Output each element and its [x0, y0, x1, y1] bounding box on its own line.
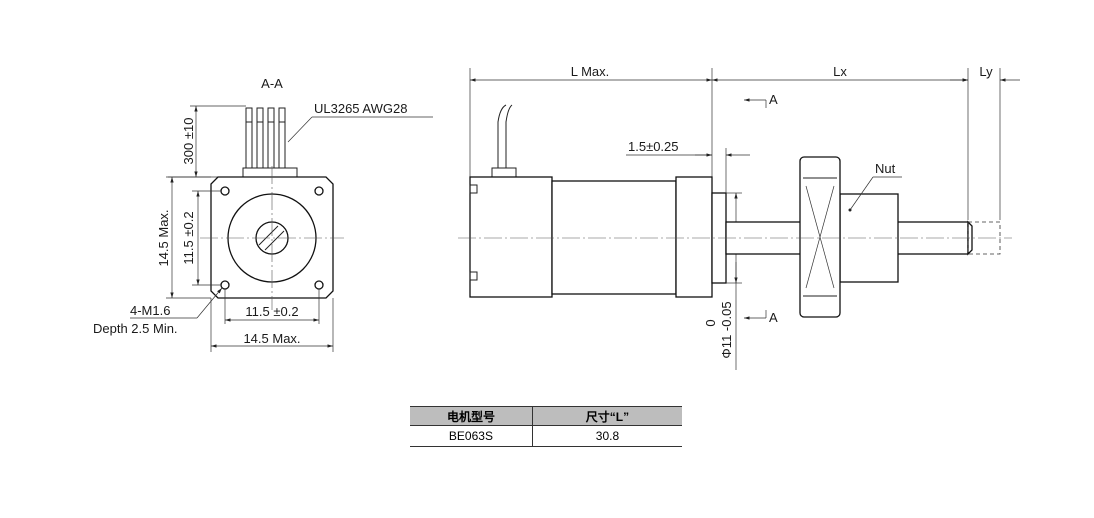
width-max-dim: 14.5 Max. — [243, 331, 300, 346]
thread-label: 4-M1.6 — [130, 303, 170, 318]
end-view: A-A UL3265 AWG28 300 ±10 — [93, 76, 433, 352]
pilot-tolerance-upper: 0 — [703, 319, 718, 326]
cell-dimension-l: 30.8 — [532, 425, 682, 447]
nut-label: Nut — [875, 161, 896, 176]
extension-dim: Ly — [979, 64, 993, 79]
section-mark-top: A — [769, 92, 778, 107]
mounting-hole — [220, 186, 230, 196]
pilot-length-dim: 1.5±0.25 — [628, 139, 679, 154]
length-max-dim: L Max. — [571, 64, 610, 79]
cell-model: BE063S — [410, 425, 533, 447]
hole-pitch-h-dim: 11.5 ±0.2 — [245, 304, 298, 319]
lead-wires — [242, 107, 298, 178]
stroke-dim: Lx — [833, 64, 847, 79]
lead-length-dim: 300 ±10 — [181, 118, 196, 165]
hole-pitch-v-dim: 11.5 ±0.2 — [181, 211, 196, 264]
height-max-dim: 14.5 Max. — [156, 209, 171, 266]
mounting-hole — [314, 186, 324, 196]
column-header-model: 电机型号 — [410, 406, 533, 426]
mounting-hole — [220, 280, 230, 290]
section-label: A-A — [261, 76, 283, 91]
table-row: BE063S 30.8 — [410, 425, 682, 447]
mounting-hole — [314, 280, 324, 290]
column-header-dimension-l: 尺寸“L” — [532, 406, 682, 426]
section-mark-bottom: A — [769, 310, 778, 325]
pilot-diameter-dim: Φ11 -0.05 — [719, 301, 734, 358]
side-view: L Max. Lx Ly A A 1.5±0.25 0 Φ11 -0.05 — [458, 64, 1020, 370]
motor-spec-table: 电机型号 尺寸“L” BE063S 30.8 — [410, 406, 682, 447]
wire-label: UL3265 AWG28 — [314, 101, 407, 116]
table-header-row: 电机型号 尺寸“L” — [410, 406, 682, 426]
depth-label: Depth 2.5 Min. — [93, 321, 178, 336]
